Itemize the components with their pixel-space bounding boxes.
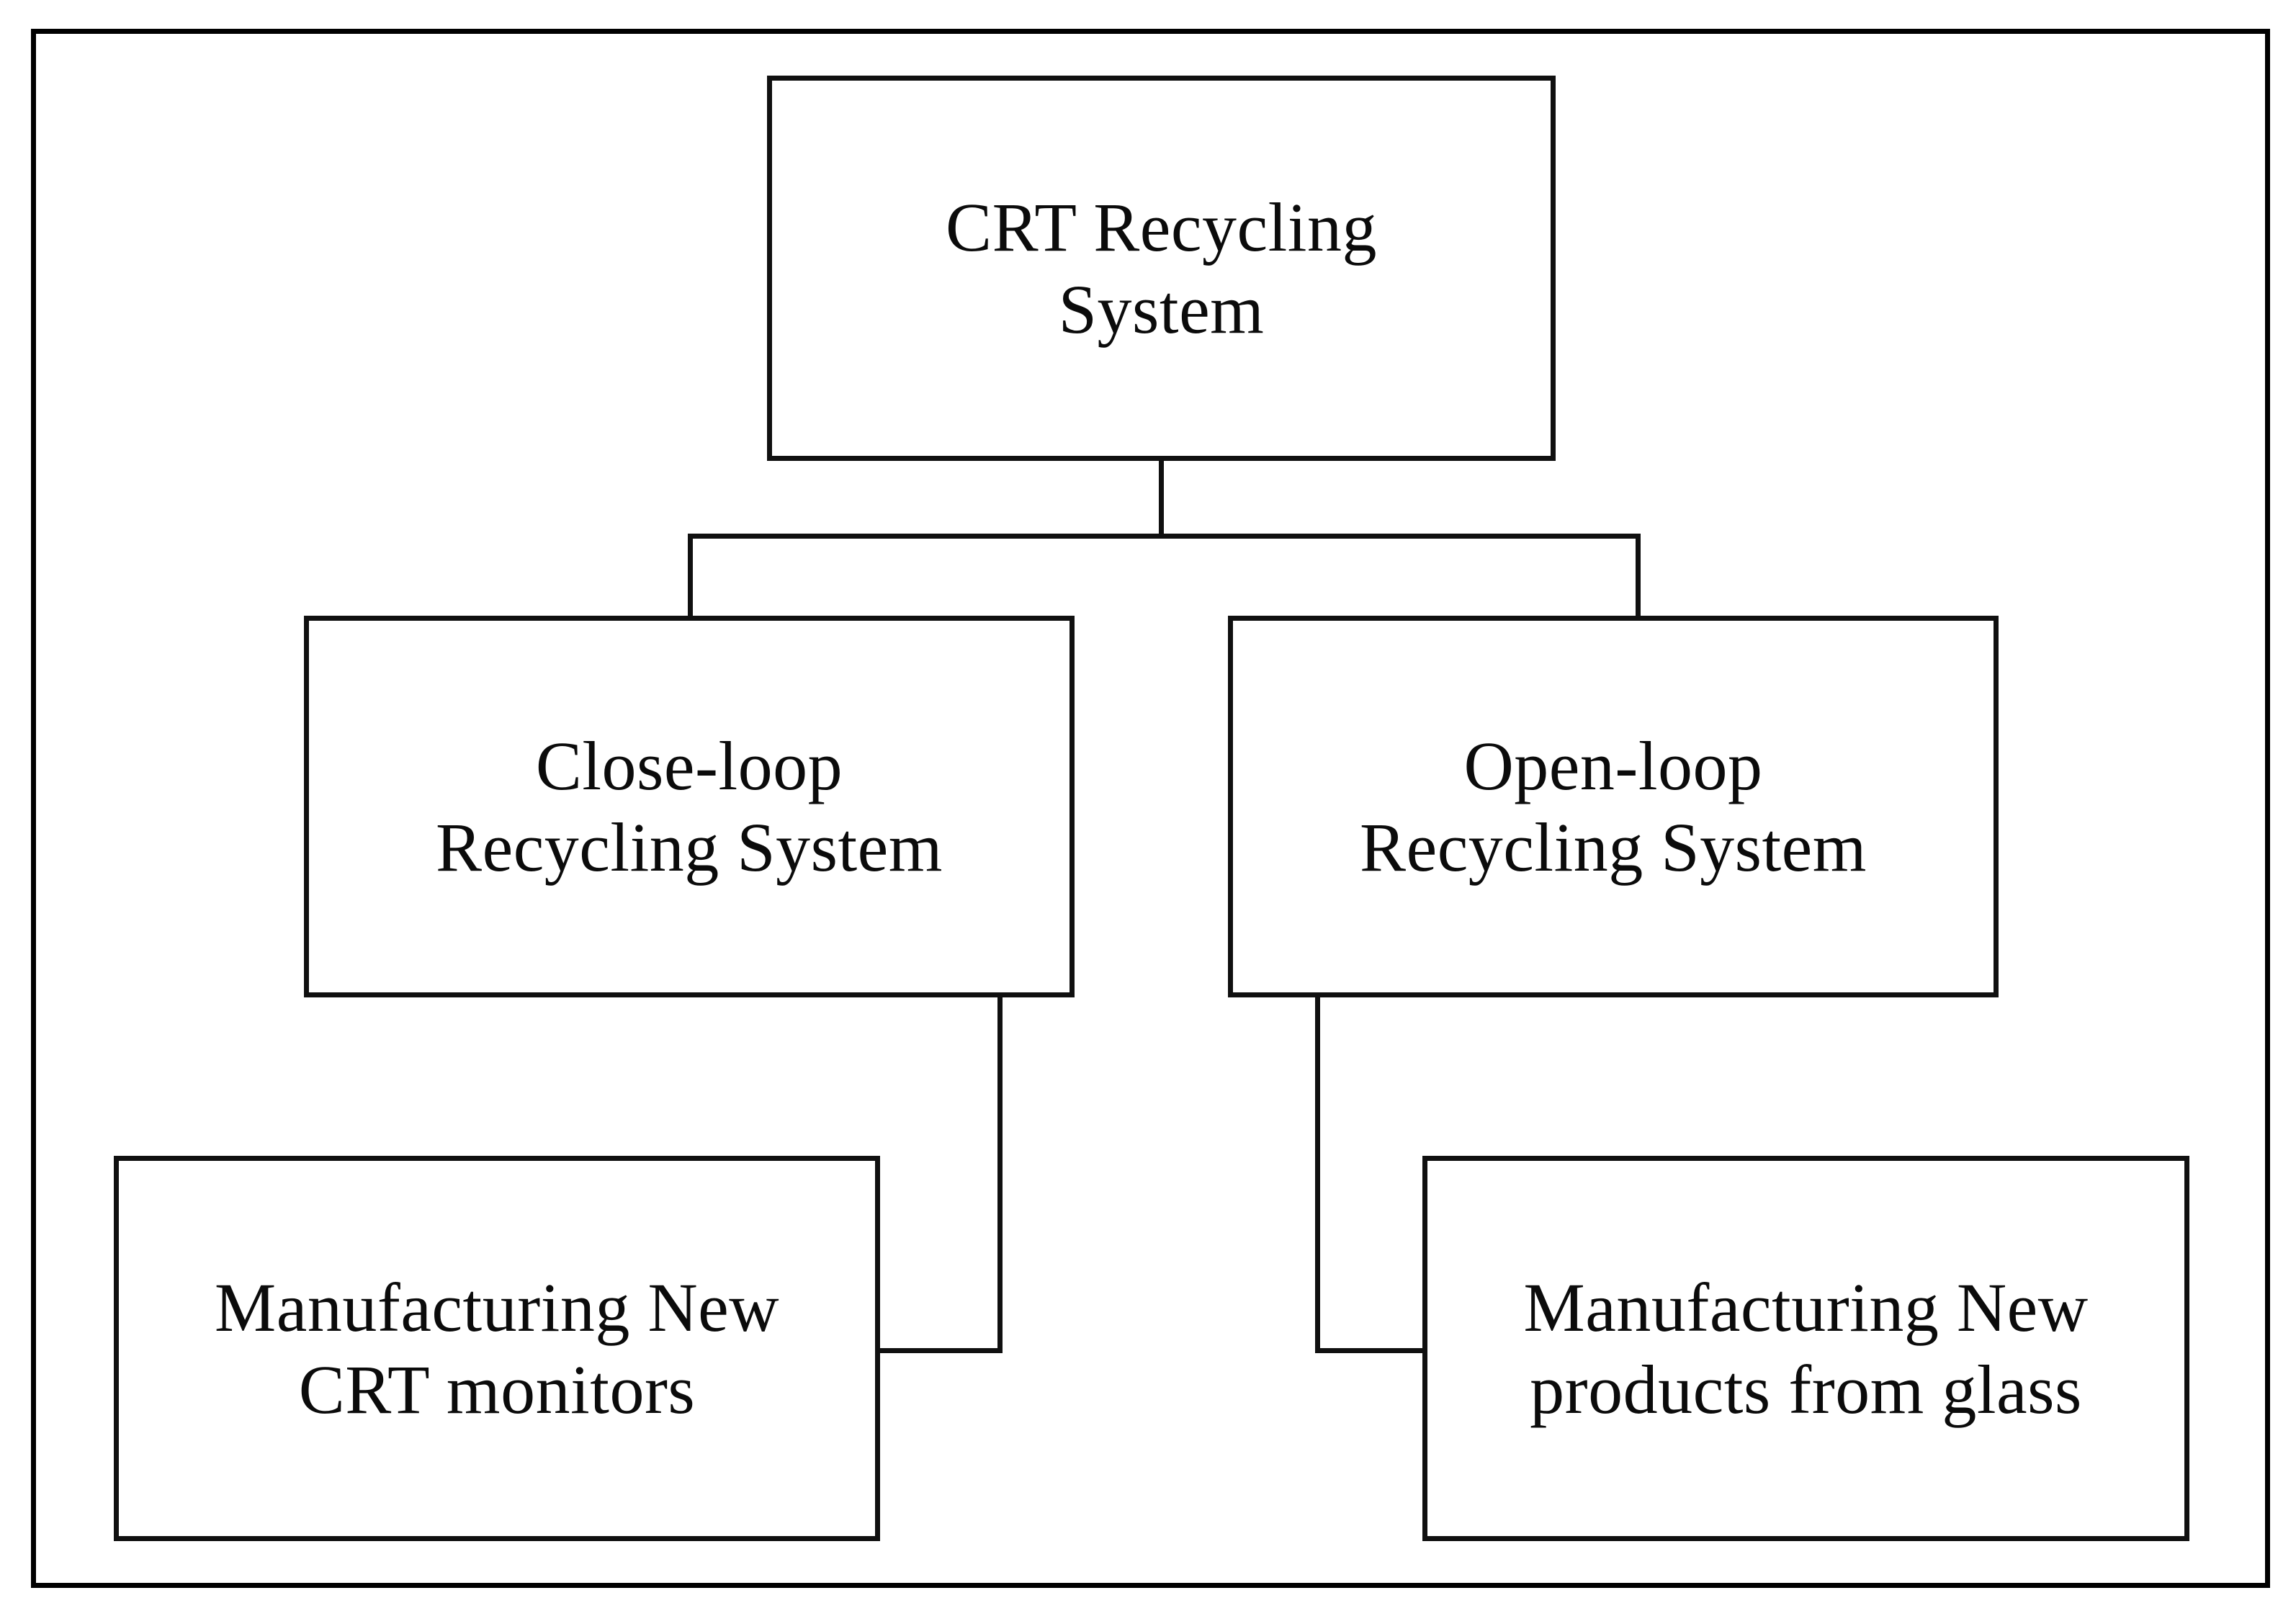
node-manufacturing-new-products-from-glass: Manufacturing New products from glass	[1422, 1156, 2189, 1541]
node-close-loop-recycling-system: Close-loop Recycling System	[304, 616, 1075, 997]
connector-to-open-loop	[1636, 534, 1641, 619]
node-manufacturing-new-crt-monitors-label: Manufacturing New CRT monitors	[214, 1269, 780, 1428]
node-crt-recycling-system-label: CRT Recycling System	[946, 189, 1377, 348]
connector-root-stem	[1159, 458, 1164, 539]
node-manufacturing-new-products-from-glass-label: Manufacturing New products from glass	[1523, 1269, 2089, 1428]
connector-open-loop-stem	[1315, 995, 1320, 1353]
connector-to-close-loop	[688, 534, 693, 619]
node-open-loop-recycling-system-label: Open-loop Recycling System	[1360, 727, 1867, 886]
connector-close-loop-stem	[997, 995, 1003, 1353]
node-crt-recycling-system: CRT Recycling System	[767, 76, 1556, 461]
connector-root-horizontal-bus	[688, 534, 1641, 539]
connector-open-loop-elbow	[1315, 1348, 1427, 1353]
node-open-loop-recycling-system: Open-loop Recycling System	[1228, 616, 1999, 997]
node-close-loop-recycling-system-label: Close-loop Recycling System	[436, 727, 943, 886]
node-manufacturing-new-crt-monitors: Manufacturing New CRT monitors	[114, 1156, 880, 1541]
connector-close-loop-elbow	[876, 1348, 1003, 1353]
